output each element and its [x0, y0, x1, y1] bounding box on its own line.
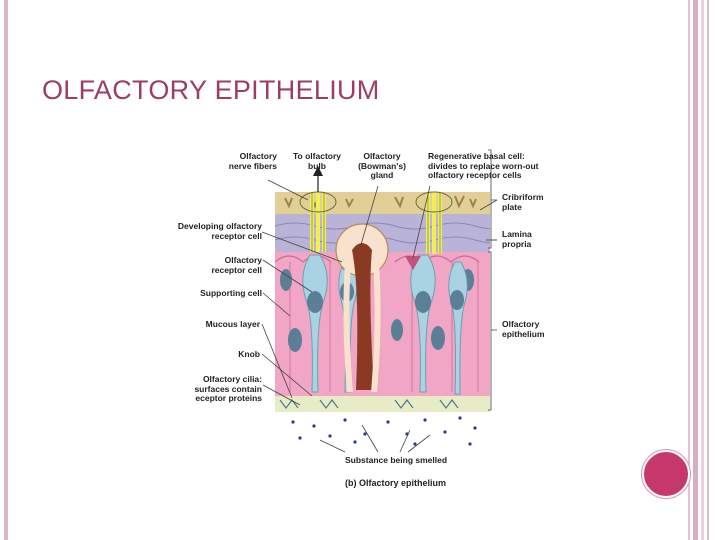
cribriform-plate-bone	[275, 192, 490, 214]
label-knob: Knob	[238, 349, 260, 359]
accent-circle	[642, 450, 690, 498]
label-cribriform-plate: Cribriform plate	[502, 192, 544, 212]
right-border-line	[701, 0, 704, 540]
label-mucous-layer: Mucous layer	[205, 319, 260, 329]
label-substance-being-smelled: Substance being smelled	[345, 455, 448, 465]
label-lamina-propria: Lamina propria	[502, 229, 532, 249]
supporting-cell-nucleus	[431, 326, 445, 350]
label-olfactory-receptor-cell: Olfactory receptor cell	[211, 255, 262, 275]
diagram-caption: (b) Olfactory epithelium	[345, 478, 447, 488]
label-developing-receptor-cell: Developing olfactory receptor cell	[177, 221, 262, 241]
olfactory-receptor-cell	[410, 254, 436, 393]
mucous-layer	[275, 396, 490, 412]
right-border-line	[688, 0, 690, 540]
slide-title: OLFACTORY EPITHELIUM	[42, 75, 380, 105]
olfactory-receptor-cell	[302, 254, 328, 393]
right-border-line	[707, 0, 709, 540]
label-olfactory-epithelium: Olfactory epithelium	[502, 319, 545, 339]
arrow-up-icon	[313, 166, 323, 176]
olfactory-nerve-fiber	[426, 192, 442, 254]
label-supporting-cell: Supporting cell	[200, 288, 262, 298]
label-bowmans-gland: Olfactory (Bowman's) gland	[358, 151, 406, 180]
left-border-rule	[4, 0, 8, 540]
olfactory-cilia	[279, 399, 459, 409]
label-regenerative-basal-cell: Regenerative basal cell: divides to repl…	[428, 151, 539, 180]
odor-molecules	[291, 416, 477, 446]
supporting-cell-nucleus	[280, 269, 292, 291]
leader-lines	[261, 149, 498, 453]
gland-duct	[352, 243, 374, 390]
regenerative-basal-cell	[405, 256, 421, 270]
right-border-line	[693, 0, 698, 540]
label-olfactory-nerve-fibers: Olfactory nerve fibers	[228, 151, 277, 171]
supporting-cell-nucleus	[288, 328, 302, 352]
label-olfactory-cilia: Olfactory cilia: surfaces contain ecepto…	[194, 374, 262, 403]
olfactory-bulb-outline	[415, 191, 453, 213]
label-to-olfactory-bulb: To olfactory bulb	[292, 151, 341, 171]
olfactory-nerve-fiber	[310, 192, 326, 252]
supporting-cell-nucleus	[391, 319, 403, 341]
